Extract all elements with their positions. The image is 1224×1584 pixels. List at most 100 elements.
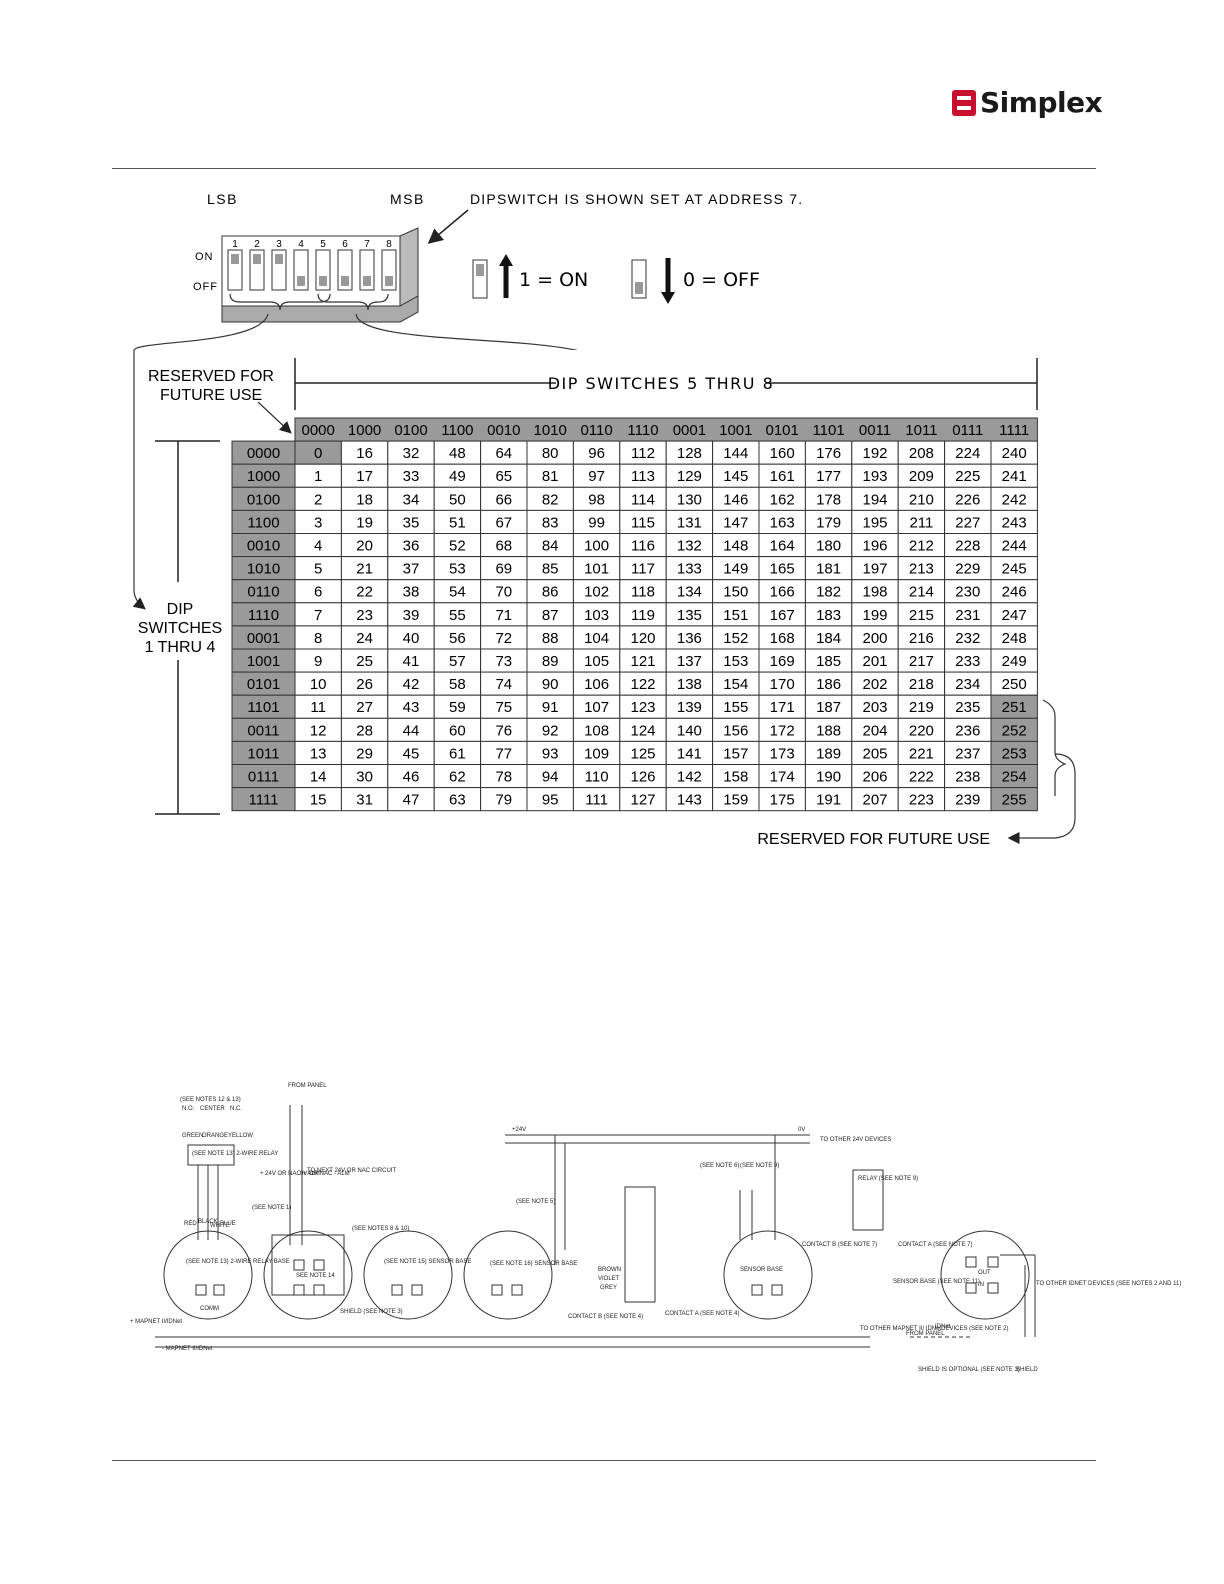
address-value: 29 xyxy=(356,745,373,762)
address-value: 253 xyxy=(1002,745,1027,762)
address-value: 238 xyxy=(955,769,980,786)
address-value: 145 xyxy=(723,468,748,485)
address-value: 68 xyxy=(495,538,512,555)
wiring-label: N.C. xyxy=(230,1106,242,1112)
address-value: 136 xyxy=(677,630,702,647)
address-value: 220 xyxy=(909,722,934,739)
address-value: 152 xyxy=(723,630,748,647)
address-value: 242 xyxy=(1002,491,1027,508)
col-header: 0001 xyxy=(673,422,706,439)
address-value: 182 xyxy=(816,584,841,601)
address-value: 255 xyxy=(1002,792,1027,809)
address-value: 98 xyxy=(588,491,605,508)
address-value: 169 xyxy=(770,653,795,670)
row-header: 1111 xyxy=(248,792,278,809)
address-value: 181 xyxy=(816,561,841,578)
address-value: 113 xyxy=(631,468,655,485)
address-value: 76 xyxy=(495,722,512,739)
address-value: 213 xyxy=(909,561,934,578)
address-value: 161 xyxy=(770,468,795,485)
address-value: 86 xyxy=(542,584,559,601)
row-header: 1110 xyxy=(248,607,279,624)
address-value: 137 xyxy=(677,653,702,670)
address-value: 50 xyxy=(449,491,466,508)
address-value: 235 xyxy=(955,699,980,716)
address-value: 15 xyxy=(310,792,327,809)
col-header: 1010 xyxy=(534,422,567,439)
address-value: 128 xyxy=(677,445,702,462)
wiring-label: GREEN xyxy=(182,1133,203,1139)
address-value: 150 xyxy=(723,584,748,601)
address-value: 139 xyxy=(677,699,702,716)
address-value: 234 xyxy=(955,676,980,693)
address-value: 71 xyxy=(495,607,512,624)
address-value: 155 xyxy=(723,699,748,716)
switch-knob xyxy=(275,254,283,264)
address-value: 62 xyxy=(449,769,466,786)
wiring-label: SENSOR BASE (SEE NOTE 11) xyxy=(893,1279,980,1285)
row-header: 1100 xyxy=(247,514,279,531)
wiring-label: SHIELD (SEE NOTE 3) xyxy=(340,1309,403,1315)
col-header: 1101 xyxy=(812,422,844,439)
address-value: 119 xyxy=(631,607,655,624)
address-value: 8 xyxy=(314,630,322,647)
address-value: 226 xyxy=(955,491,980,508)
address-value: 131 xyxy=(677,514,702,531)
switch-knob xyxy=(297,276,305,286)
dipswitch-figure: LSB MSB DIPSWITCH IS SHOWN SET AT ADDRES… xyxy=(133,191,803,350)
address-value: 195 xyxy=(862,514,887,531)
address-value: 236 xyxy=(955,722,980,739)
address-value: 46 xyxy=(403,769,420,786)
wiring-label: SHIELD IS OPTIONAL (SEE NOTE 3) xyxy=(918,1367,1020,1373)
address-value: 35 xyxy=(403,514,420,531)
address-value: 53 xyxy=(449,561,466,578)
wiring-label: N.O. xyxy=(182,1106,195,1112)
address-value: 59 xyxy=(449,699,466,716)
address-value: 170 xyxy=(770,676,795,693)
address-value: 54 xyxy=(449,584,466,601)
switch-number: 5 xyxy=(320,239,326,250)
address-value: 148 xyxy=(723,538,748,555)
address-value: 99 xyxy=(588,514,605,531)
address-value: 80 xyxy=(542,445,559,462)
row-header: 0000 xyxy=(247,445,280,462)
col-header: 0011 xyxy=(859,422,891,439)
col-header: 0000 xyxy=(302,422,335,439)
address-value: 10 xyxy=(310,676,327,693)
address-value: 239 xyxy=(955,792,980,809)
dipswitch-note: DIPSWITCH IS SHOWN SET AT ADDRESS 7. xyxy=(470,191,803,207)
address-value: 60 xyxy=(449,722,466,739)
wiring-label: SEE NOTE 14 xyxy=(296,1273,335,1279)
row-header: 0001 xyxy=(247,630,280,647)
switch-knob xyxy=(385,276,393,286)
address-value: 216 xyxy=(909,630,934,647)
address-value: 230 xyxy=(955,584,980,601)
address-value: 64 xyxy=(495,445,512,462)
wiring-label: CENTER xyxy=(200,1106,225,1112)
address-value: 66 xyxy=(495,491,512,508)
address-value: 248 xyxy=(1002,630,1027,647)
address-value: 78 xyxy=(495,769,512,786)
simplex-logo: Simplex xyxy=(952,86,1103,119)
row-group-line3: 1 THRU 4 xyxy=(145,639,216,656)
wiring-label: (SEE NOTE 5) xyxy=(516,1199,555,1205)
address-value: 186 xyxy=(816,676,841,693)
col-header: 0010 xyxy=(487,422,520,439)
wiring-label: (SEE NOTES 12 & 13) xyxy=(180,1097,241,1103)
address-value: 252 xyxy=(1002,722,1027,739)
address-value: 218 xyxy=(909,676,934,693)
wiring-label: (SEE NOTE 15) SENSOR BASE xyxy=(384,1259,471,1265)
address-value: 5 xyxy=(314,561,322,578)
address-value: 132 xyxy=(677,538,702,555)
wiring-label: 0V xyxy=(798,1127,805,1133)
wiring-label: YELLOW xyxy=(228,1133,253,1139)
address-value: 149 xyxy=(723,561,748,578)
address-value: 185 xyxy=(816,653,841,670)
address-value: 130 xyxy=(677,491,702,508)
address-value: 173 xyxy=(770,745,795,762)
switch-number: 4 xyxy=(298,239,304,250)
address-value: 11 xyxy=(310,699,326,716)
wiring-label: BLACK xyxy=(198,1219,218,1225)
address-value: 188 xyxy=(816,722,841,739)
